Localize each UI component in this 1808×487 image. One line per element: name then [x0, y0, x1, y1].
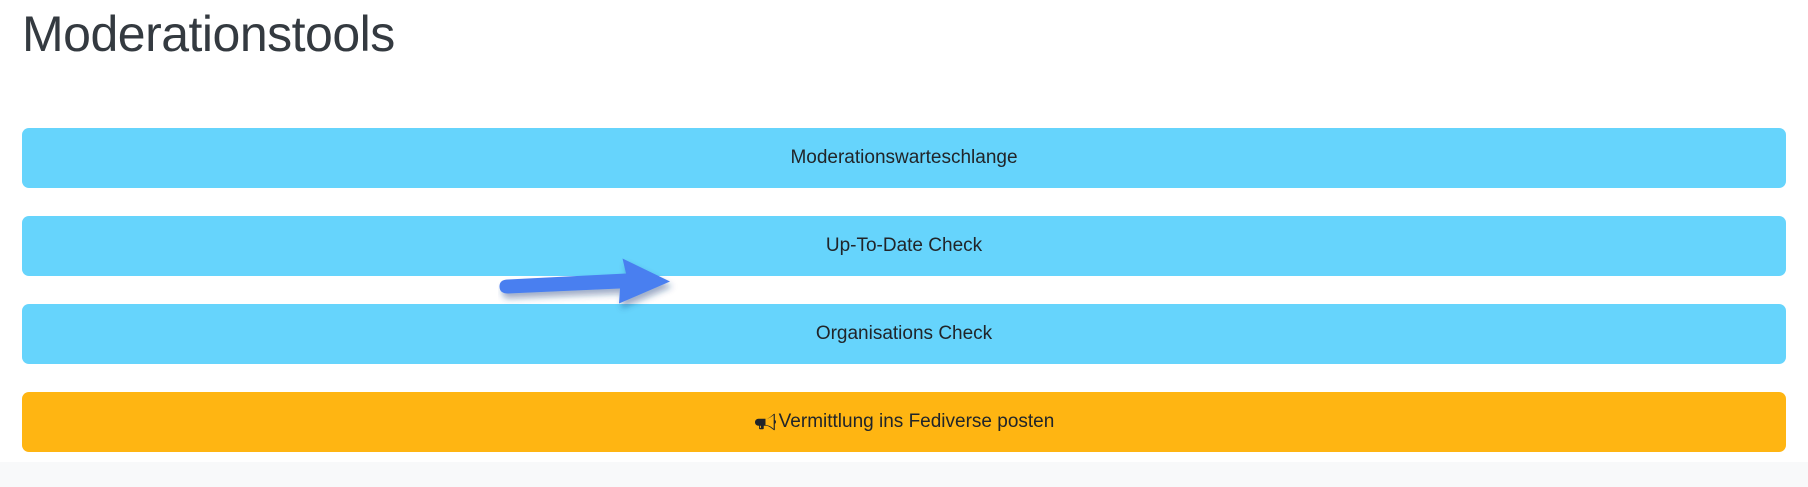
organisations-check-button[interactable]: Organisations Check — [22, 304, 1786, 364]
moderation-tools-button-list: Moderationswarteschlange Up-To-Date Chec… — [22, 128, 1786, 452]
post-to-fediverse-label: Vermittlung ins Fediverse posten — [778, 411, 1055, 432]
post-to-fediverse-button[interactable]: Vermittlung ins Fediverse posten — [22, 392, 1786, 452]
up-to-date-check-button[interactable]: Up-To-Date Check — [22, 216, 1786, 276]
moderation-queue-label: Moderationswarteschlange — [790, 147, 1018, 168]
footer-strip — [0, 462, 1808, 487]
megaphone-icon — [754, 413, 778, 432]
organisations-check-label: Organisations Check — [815, 323, 993, 344]
moderation-queue-button[interactable]: Moderationswarteschlange — [22, 128, 1786, 188]
up-to-date-check-label: Up-To-Date Check — [825, 235, 983, 256]
page-title: Moderationstools — [22, 6, 395, 62]
